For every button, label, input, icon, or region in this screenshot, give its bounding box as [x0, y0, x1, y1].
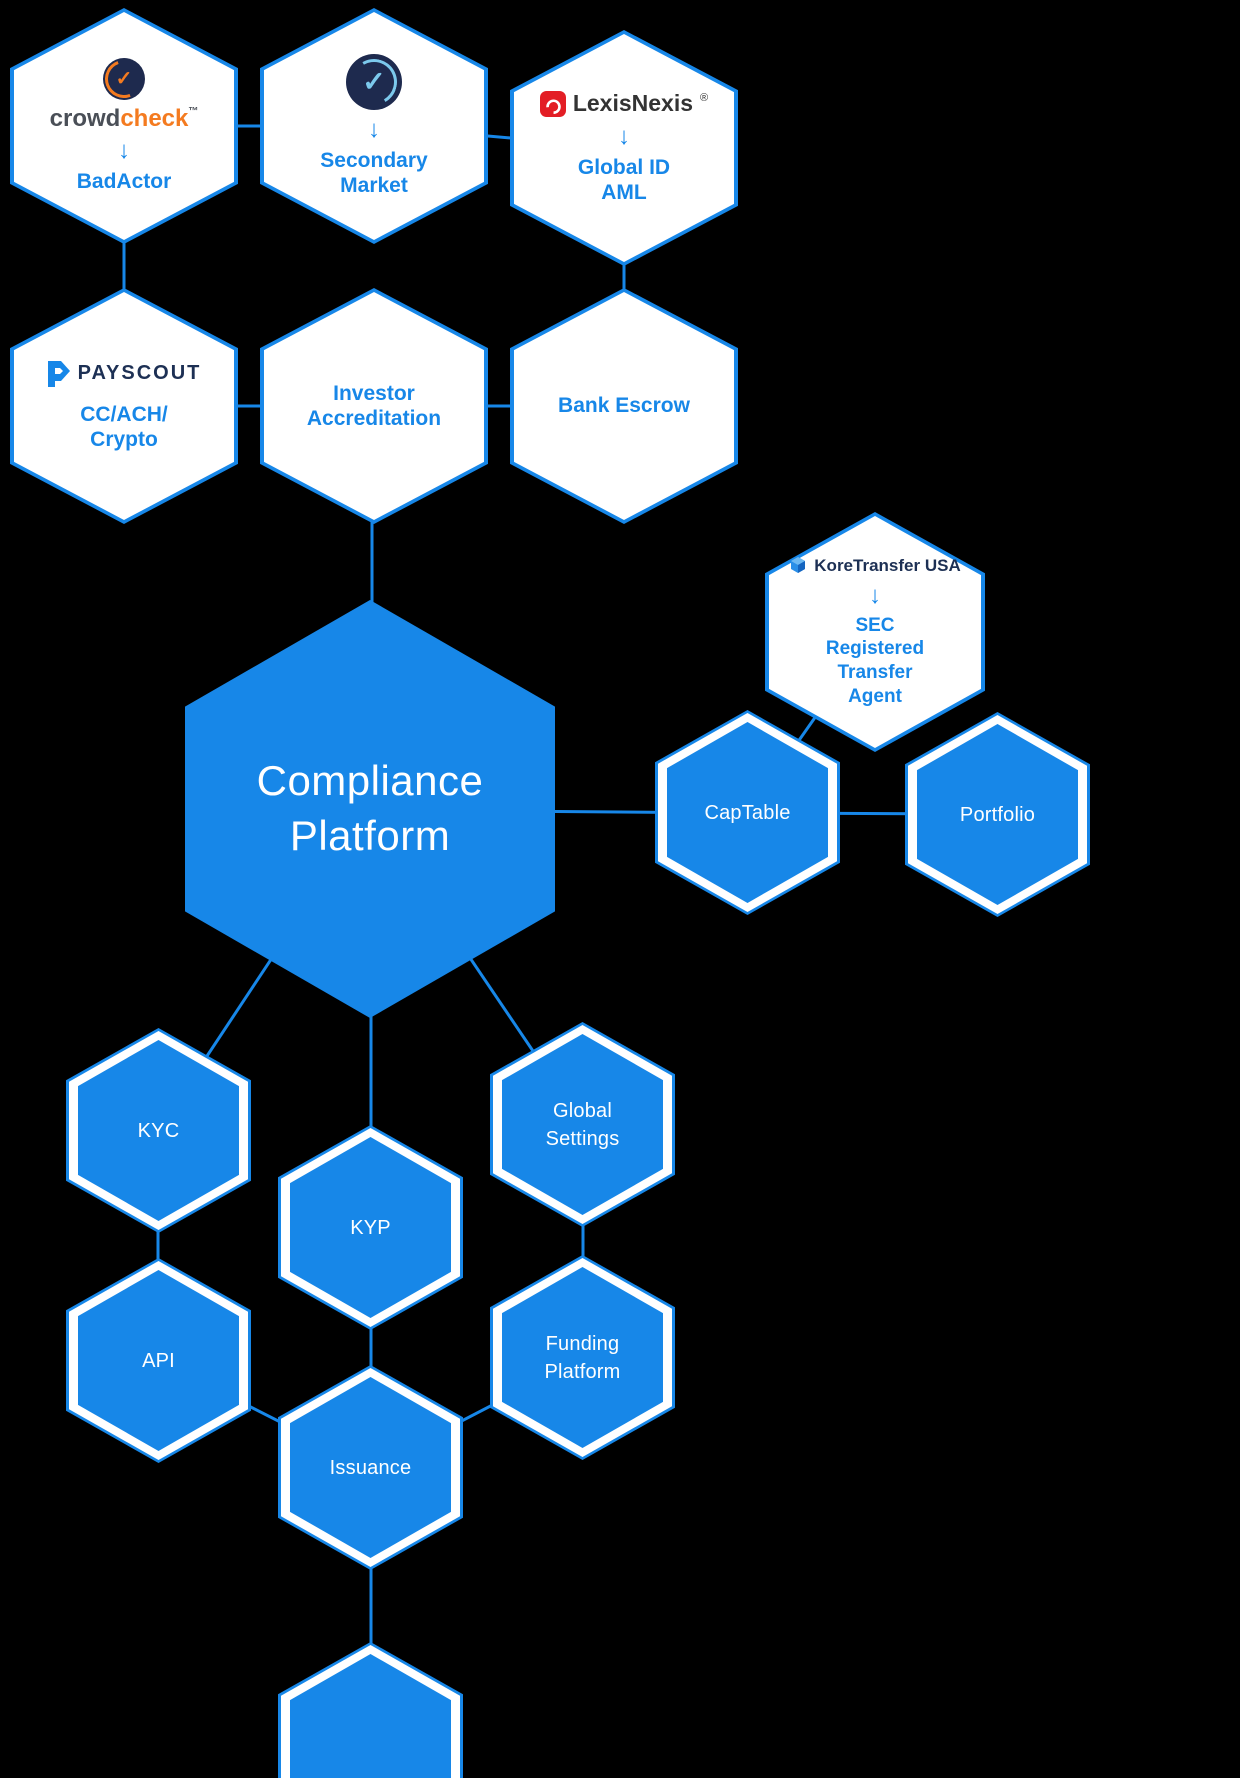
- hexagon-secondary-market: ✓ ↓ Secondary Market: [260, 8, 488, 244]
- funding-platform-label: Funding Platform: [544, 1332, 621, 1383]
- badactor-label: BadActor: [76, 169, 172, 193]
- hexagon-cc-ach-crypto: PAYSCOUT CC/ACH/ Crypto: [10, 288, 238, 524]
- lexisnexis-wordmark: LexisNexis ®: [539, 89, 709, 117]
- compliance-platform-label: Compliance Platform: [256, 757, 484, 859]
- koretransfer-brand-text: KoreTransfer USA: [814, 555, 961, 575]
- kyp-label: KYP: [350, 1216, 391, 1239]
- api-label: API: [142, 1349, 175, 1372]
- lexisnexis-logo-icon: [539, 90, 566, 117]
- hexagon-compliance-platform: Compliance Platform: [185, 600, 555, 1018]
- check-icon: ✓: [362, 66, 386, 98]
- investor-accreditation-label: Investor Accreditation: [306, 381, 442, 430]
- secondary-market-label: Secondary Market: [320, 148, 428, 197]
- hexagon-issuance: Issuance: [278, 1365, 463, 1570]
- kyc-label: KYC: [137, 1119, 180, 1142]
- hexagon-koretransfer: KoreTransfer USA ↓ SEC Registered Transf…: [765, 512, 985, 752]
- hexagon-funding-platform: Funding Platform: [490, 1255, 675, 1460]
- issuance-label: Issuance: [329, 1456, 412, 1479]
- global-id-aml-label: Global ID AML: [577, 155, 671, 204]
- payscout-logo-icon: [47, 360, 70, 387]
- koretransfer-wordmark: KoreTransfer USA: [789, 555, 961, 576]
- hexagon-kyp: KYP: [278, 1125, 463, 1330]
- hexagon-investor-accreditation: Investor Accreditation: [260, 288, 488, 524]
- payscout-wordmark: PAYSCOUT: [47, 360, 202, 388]
- crowdcheck-wordmark: crowdcheck™: [49, 104, 199, 132]
- hexagon-global-settings: Global Settings: [490, 1022, 675, 1227]
- check-icon: ✓: [115, 68, 133, 91]
- payscout-brand-text: PAYSCOUT: [77, 362, 202, 385]
- captable-label: CapTable: [704, 801, 791, 824]
- koretransfer-logo-icon: [791, 556, 806, 573]
- down-arrow-icon: ↓: [368, 115, 380, 143]
- hexagon-badactor: ✓ crowdcheck™ ↓ BadActor: [10, 8, 238, 244]
- lexisnexis-brand-text: LexisNexis: [572, 89, 694, 116]
- hexagon-bank-escrow: Bank Escrow: [510, 288, 738, 524]
- hexagon-portfolio: Portfolio: [905, 712, 1090, 917]
- crowdcheck-logo-icon: ✓: [103, 57, 145, 100]
- hexagon-kyc: KYC: [66, 1028, 251, 1233]
- bank-escrow-label: Bank Escrow: [558, 394, 690, 418]
- secondary-market-logo-icon: ✓: [346, 53, 402, 110]
- crowdcheck-word-crowd: crowd: [49, 104, 121, 132]
- trademark-symbol: ™: [188, 105, 199, 117]
- global-settings-label: Global Settings: [545, 1099, 620, 1150]
- down-arrow-icon: ↓: [869, 581, 881, 609]
- sec-transfer-agent-label: SEC Registered Transfer Agent: [825, 614, 925, 707]
- down-arrow-icon: ↓: [118, 136, 130, 164]
- hexagon-global-id-aml: LexisNexis ® ↓ Global ID AML: [510, 30, 738, 266]
- hexagon-captable: CapTable: [655, 710, 840, 915]
- crowdcheck-word-check: check: [120, 104, 189, 132]
- registered-symbol: ®: [700, 91, 709, 104]
- cc-ach-crypto-label: CC/ACH/ Crypto: [80, 402, 168, 451]
- portfolio-label: Portfolio: [959, 803, 1036, 826]
- down-arrow-icon: ↓: [618, 122, 630, 150]
- hexagon-partial-bottom: [278, 1642, 463, 1778]
- hexagon-api: API: [66, 1258, 251, 1463]
- hexagon-fill: [290, 1654, 451, 1778]
